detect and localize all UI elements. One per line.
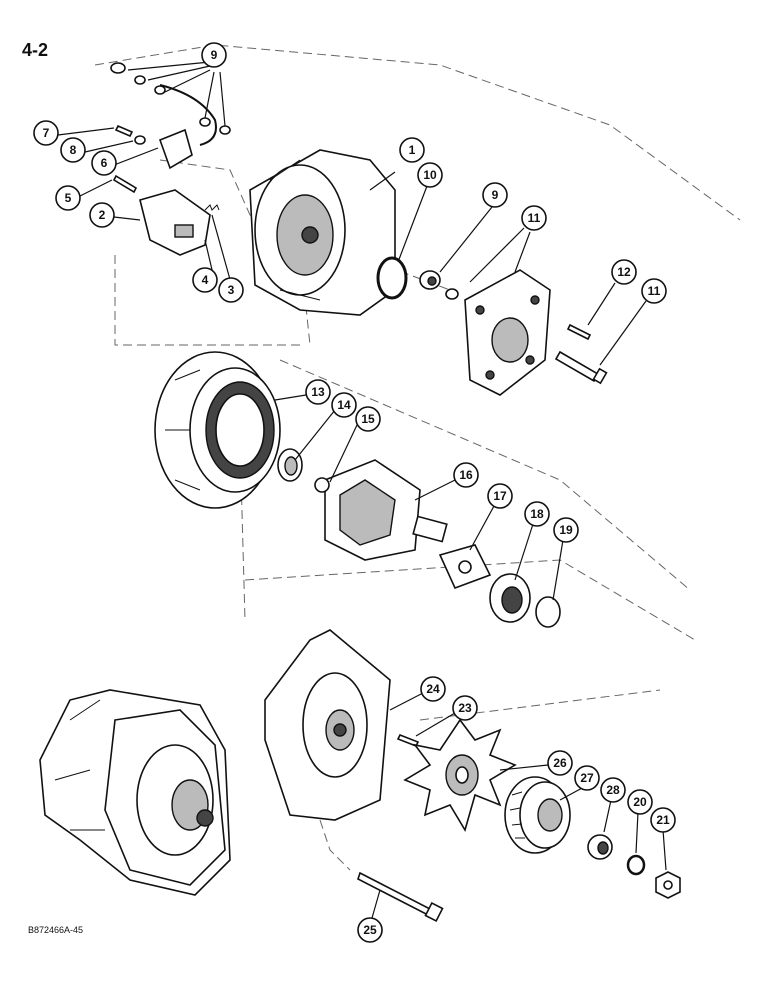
voltage-regulator (139, 189, 211, 256)
callout-23: 23 (452, 695, 478, 721)
svg-text:24: 24 (426, 682, 440, 696)
callout-28: 28 (600, 777, 626, 803)
bearing-18 (489, 573, 531, 623)
svg-text:7: 7 (43, 126, 50, 140)
leader-lines (57, 61, 667, 919)
svg-text:17: 17 (493, 489, 507, 503)
washer-8 (134, 135, 146, 145)
callout-11-lower: 11 (641, 278, 667, 304)
callout-2: 2 (89, 202, 115, 228)
spacer-19 (535, 596, 561, 628)
callout-9-top: 9 (201, 42, 227, 68)
callout-10: 10 (417, 162, 443, 188)
callout-25: 25 (357, 917, 383, 943)
svg-text:10: 10 (423, 168, 437, 182)
screw-7 (114, 124, 134, 138)
svg-text:18: 18 (530, 507, 544, 521)
rotor (314, 459, 448, 561)
callout-15: 15 (355, 406, 381, 432)
callout-5: 5 (55, 185, 81, 211)
drive-end-housing (264, 629, 391, 821)
callout-26: 26 (547, 750, 573, 776)
callout-9-bushing: 9 (482, 182, 508, 208)
callout-19: 19 (553, 517, 579, 543)
callout-17: 17 (487, 483, 513, 509)
pulley (504, 776, 571, 854)
callout-1: 1 (399, 137, 425, 163)
svg-text:1: 1 (409, 143, 416, 157)
callout-14: 14 (331, 392, 357, 418)
svg-text:9: 9 (211, 48, 218, 62)
rectifier-plate (464, 269, 551, 396)
screw-5 (112, 174, 138, 194)
svg-text:4: 4 (202, 273, 209, 287)
assembled-alternator (39, 689, 231, 896)
rear-housing (249, 149, 396, 316)
through-bolt-25 (357, 871, 444, 923)
svg-text:15: 15 (361, 412, 375, 426)
callout-7: 7 (33, 120, 59, 146)
brush-spring-3 (204, 204, 220, 211)
svg-text:12: 12 (617, 265, 631, 279)
svg-text:16: 16 (459, 468, 473, 482)
wire-lead-9 (110, 62, 231, 146)
svg-text:13: 13 (311, 385, 325, 399)
nut-21 (655, 871, 681, 899)
svg-text:14: 14 (337, 398, 351, 412)
fan (403, 718, 517, 832)
svg-text:5: 5 (65, 191, 72, 205)
svg-text:8: 8 (70, 143, 77, 157)
svg-text:20: 20 (633, 795, 647, 809)
callout-24: 24 (420, 676, 446, 702)
svg-text:2: 2 (99, 208, 106, 222)
svg-text:28: 28 (606, 783, 620, 797)
callout-21: 21 (650, 807, 676, 833)
bushing-9 (419, 270, 441, 290)
screw-12 (566, 323, 592, 341)
lock-washer-20 (626, 854, 646, 876)
page-number: 4-2 (22, 40, 49, 60)
callout-11-upper: 11 (521, 205, 547, 231)
svg-text:19: 19 (559, 523, 573, 537)
svg-text:23: 23 (458, 701, 472, 715)
nut-11 (445, 288, 459, 300)
callout-12: 12 (611, 259, 637, 285)
callout-8: 8 (60, 137, 86, 163)
retainer-plate-17 (438, 544, 492, 590)
drawing-code: B872466A-45 (28, 925, 84, 935)
callout-6: 6 (91, 150, 117, 176)
svg-text:21: 21 (656, 813, 670, 827)
svg-text:11: 11 (528, 211, 541, 225)
callout-27: 27 (574, 765, 600, 791)
callout-13: 13 (305, 379, 331, 405)
svg-text:6: 6 (101, 156, 108, 170)
collar-28 (587, 834, 613, 860)
callout-18: 18 (524, 501, 550, 527)
bolt-11 (554, 350, 608, 385)
callout-3: 3 (218, 277, 244, 303)
callout-4: 4 (192, 267, 218, 293)
svg-text:11: 11 (648, 284, 661, 298)
svg-text:26: 26 (553, 756, 567, 770)
callout-20: 20 (627, 789, 653, 815)
svg-text:9: 9 (492, 188, 499, 202)
bearing-14 (277, 448, 303, 482)
stator (154, 351, 281, 509)
terminal-6 (158, 128, 193, 170)
svg-text:27: 27 (580, 771, 594, 785)
svg-text:3: 3 (228, 283, 235, 297)
callout-16: 16 (453, 462, 479, 488)
o-ring-10 (376, 256, 408, 300)
svg-text:25: 25 (363, 923, 377, 937)
